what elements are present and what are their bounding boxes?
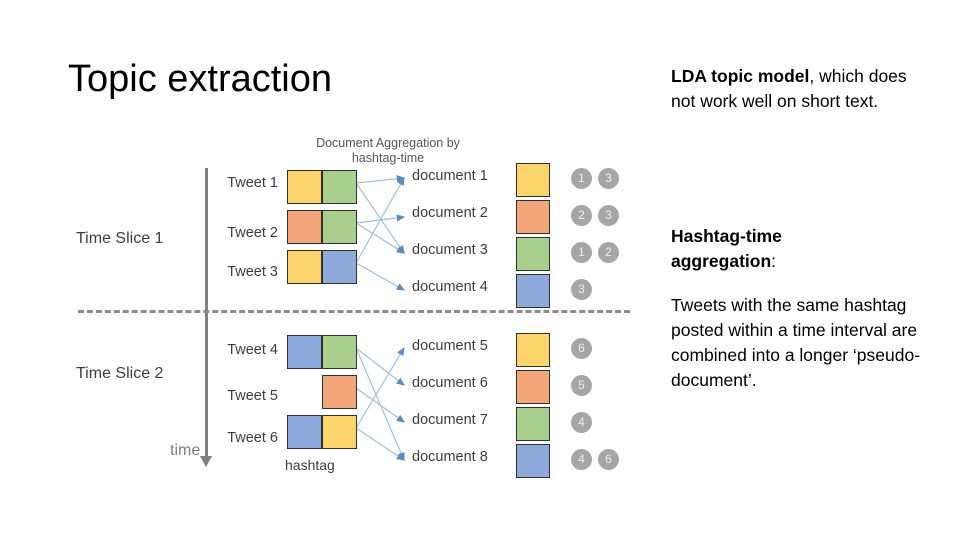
time-axis-arrowhead-icon: [200, 456, 212, 467]
document-4-label: document 4: [412, 279, 488, 295]
tweet-2-blocks: [287, 210, 357, 244]
tweet-4-label: Tweet 4: [227, 342, 278, 358]
document-1-swatch: [516, 163, 550, 197]
tweet-1-label: Tweet 1: [227, 175, 278, 191]
document-8-badge-1: 4: [571, 449, 592, 470]
aggregation-diagram: Document Aggregation by hashtag-time Tim…: [0, 120, 660, 480]
document-1-badge-2: 3: [598, 168, 619, 189]
aggregation-header-line1: Document Aggregation by: [316, 136, 460, 150]
document-5-swatch: [516, 333, 550, 367]
document-2-badge-2: 3: [598, 205, 619, 226]
document-3-badge-1: 1: [571, 242, 592, 263]
document-6-label: document 6: [412, 375, 488, 391]
time-slice-divider: [78, 310, 630, 313]
tweet-1-cell-right: [322, 170, 357, 204]
document-8-badge-2: 6: [598, 449, 619, 470]
hashtag-heading-strong-text: Hashtag-time aggregation: [671, 226, 782, 271]
document-5-badge-1: 6: [571, 338, 592, 359]
lda-strong-text: LDA topic model: [671, 66, 810, 86]
tweet-3-cell-right: [322, 250, 357, 284]
tweet-4-cell-left: [287, 335, 322, 369]
time-axis-label: time: [170, 442, 201, 459]
document-3-swatch: [516, 237, 550, 271]
document-1-label: document 1: [412, 168, 488, 184]
tweet-6-cell-left: [287, 415, 322, 449]
document-1-badge-1: 1: [571, 168, 592, 189]
time-slice-1-label: Time Slice 1: [76, 230, 164, 247]
document-8-swatch: [516, 444, 550, 478]
time-slice-2-label: Time Slice 2: [76, 365, 164, 382]
tweet-2-cell-left: [287, 210, 322, 244]
tweet-4-blocks: [287, 335, 357, 369]
lda-rest-text: , which does not work well on short text…: [671, 66, 907, 111]
tweet-3-label: Tweet 3: [227, 264, 278, 280]
time-axis-line: [205, 168, 208, 458]
tweet-6-blocks: [287, 415, 357, 449]
tweet-5-cell-right: [322, 375, 357, 409]
tweet-5-blocks: [287, 375, 357, 409]
page-title: Topic extraction: [68, 58, 333, 100]
document-4-swatch: [516, 274, 550, 308]
paragraph-hashtag-body: Tweets with the same hashtag posted with…: [671, 295, 921, 390]
aggregation-header-line2: hashtag-time: [351, 151, 425, 165]
tweet-2-label: Tweet 2: [227, 225, 278, 241]
document-6-swatch: [516, 370, 550, 404]
paragraph-hashtag-heading: Hashtag-time aggregation:: [671, 224, 871, 274]
tweet-3-cell-left: [287, 250, 322, 284]
document-2-swatch: [516, 200, 550, 234]
aggregation-header: Document Aggregation by hashtag-time: [298, 136, 478, 166]
document-8-label: document 8: [412, 449, 488, 465]
hashtag-heading-rest-text: :: [771, 251, 777, 271]
document-4-badge-1: 3: [571, 279, 592, 300]
document-3-label: document 3: [412, 242, 488, 258]
document-2-badge-1: 2: [571, 205, 592, 226]
tweet-1-blocks: [287, 170, 357, 204]
document-7-badge-1: 4: [571, 412, 592, 433]
document-7-swatch: [516, 407, 550, 441]
tweet-6-cell-right: [322, 415, 357, 449]
tweet-1-cell-left: [287, 170, 322, 204]
tweet-4-cell-right: [322, 335, 357, 369]
document-7-label: document 7: [412, 412, 488, 428]
hashtag-axis-label: hashtag: [285, 457, 335, 473]
tweet-6-label: Tweet 6: [227, 430, 278, 446]
document-6-badge-1: 5: [571, 375, 592, 396]
document-3-badge-2: 2: [598, 242, 619, 263]
document-2-label: document 2: [412, 205, 488, 221]
tweet-5-label: Tweet 5: [227, 388, 278, 404]
tweet-2-cell-right: [322, 210, 357, 244]
paragraph-lda-topic-model: LDA topic model, which does not work wel…: [671, 64, 933, 114]
tweet-3-blocks: [287, 250, 357, 284]
document-5-label: document 5: [412, 338, 488, 354]
